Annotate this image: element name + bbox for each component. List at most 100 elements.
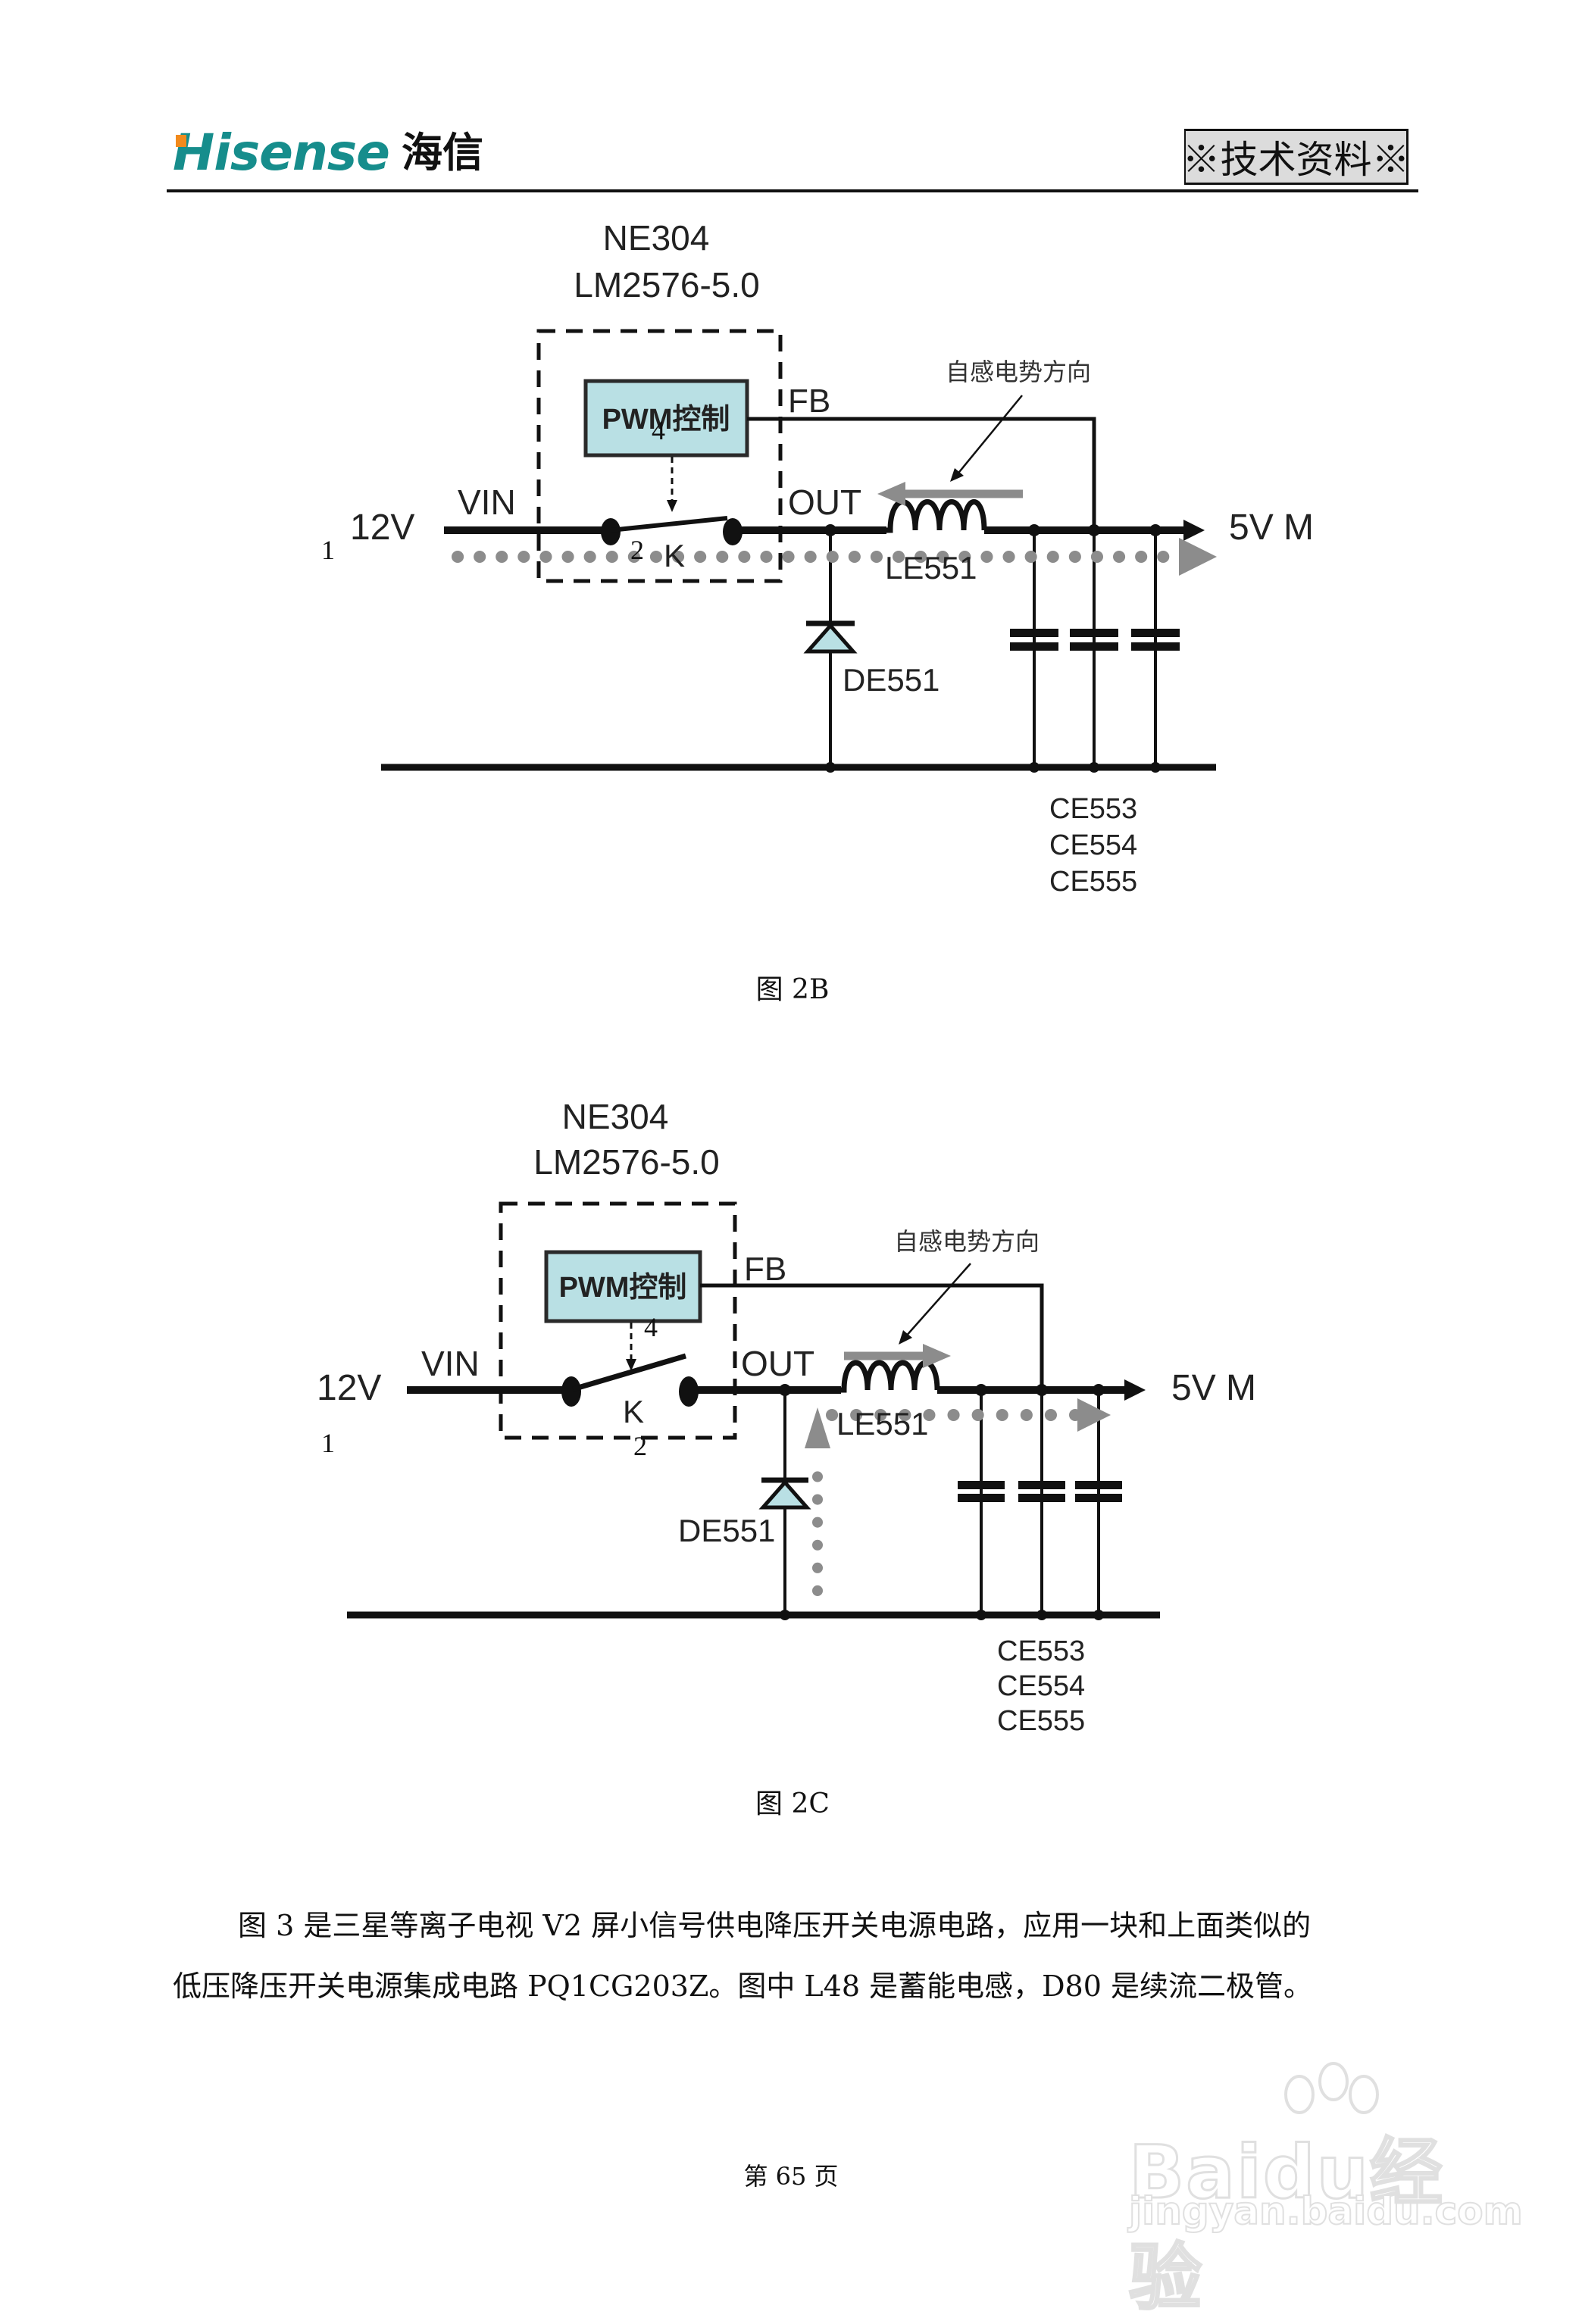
pin-4-label: 4: [644, 1312, 658, 1342]
pin-2-label: 2: [633, 1431, 647, 1461]
vin-label: VIN: [421, 1344, 480, 1383]
fb-label: FB: [788, 383, 830, 420]
emf-pointer-line: [904, 1263, 971, 1338]
cap2-plate-bottom: [1018, 1494, 1065, 1502]
switch-contact-right: [723, 518, 743, 545]
feedback-wire: [747, 417, 1096, 530]
chip-name: NE304: [603, 218, 710, 258]
ic-boundary: [536, 329, 783, 583]
pin-4-label: 4: [652, 415, 665, 445]
diode-symbol: [803, 623, 858, 654]
output-arrowhead: [1183, 520, 1205, 541]
tech-doc-badge: ※技术资料※: [1183, 129, 1410, 185]
fb-label: FB: [744, 1251, 786, 1288]
chip-model: LM2576-5.0: [533, 1142, 720, 1182]
cap1-plate-top: [958, 1481, 1005, 1489]
paragraph-line: 图 3 是三星等离子电视 V2 屏小信号供电降压开关电源电路，应用一块和上面类似…: [238, 1909, 1312, 1942]
ground-junction: [1036, 1610, 1047, 1620]
emf-arrowhead: [923, 1344, 951, 1368]
ic-boundary: [499, 1201, 737, 1440]
paragraph-line: 低压降压开关电源集成电路 PQ1CG203Z。图中 L48 是蓄能电感，D80 …: [173, 1969, 1312, 2003]
ground-junction: [1150, 762, 1161, 773]
inductor-coil: [841, 1360, 940, 1393]
capacitors: [958, 1481, 1122, 1502]
chip-name: NE304: [562, 1097, 669, 1136]
control-arrowhead: [667, 500, 677, 512]
current-path-arrowhead: [1179, 538, 1217, 576]
capacitor-label: CE555: [997, 1705, 1085, 1737]
vin-label: VIN: [458, 483, 516, 522]
input-voltage-label: 12V: [317, 1368, 381, 1408]
logo-text-en: Hisense: [173, 123, 390, 182]
figure-caption: 图 2C: [755, 1788, 830, 1820]
switch-contact-left: [601, 518, 621, 545]
cap2-plate-top: [1018, 1481, 1065, 1489]
logo-text-cn: 海信: [401, 129, 483, 176]
figure-2b: NE304 LM2576-5.0 PWM控制 4 FB: [321, 218, 1314, 1005]
ground-junction: [825, 762, 836, 773]
pwm-label: PWM控制: [602, 404, 730, 436]
ground-junction: [780, 1610, 790, 1620]
hisense-logo: Hisense 海信: [173, 123, 483, 182]
watermark-url: jingyan.baidu.com: [1128, 2188, 1524, 2234]
capacitors: [1010, 629, 1180, 651]
cap3-plate-top: [1131, 629, 1180, 637]
emf-arrowhead: [877, 482, 905, 506]
diode-label: DE551: [678, 1513, 775, 1548]
paw-icon: [1284, 2062, 1379, 2114]
cap3-plate-bottom: [1075, 1494, 1122, 1502]
ground-junction: [1029, 762, 1040, 773]
switch-blade: [572, 1353, 686, 1392]
cap2-plate-bottom: [1070, 642, 1118, 651]
switch-contact-left: [561, 1376, 581, 1407]
baidu-watermark: Baidu经验 jingyan.baidu.com: [1128, 2060, 1524, 2322]
switch-contact-right: [679, 1376, 699, 1407]
page-number: 第 65 页: [743, 2162, 839, 2191]
cap3-plate-bottom: [1131, 642, 1180, 651]
body-paragraph: 图 3 是三星等离子电视 V2 屏小信号供电降压开关电源电路，应用一块和上面类似…: [173, 1895, 1423, 2016]
output-label: 5V M: [1171, 1368, 1256, 1408]
diode-symbol: [758, 1479, 811, 1510]
emf-direction-label: 自感电势方向: [946, 358, 1091, 386]
ground-junction: [1093, 1610, 1104, 1620]
diode-label: DE551: [843, 662, 940, 698]
inductor-label: LE551: [836, 1406, 928, 1442]
chip-model: LM2576-5.0: [574, 265, 760, 305]
current-path-arrowhead: [1077, 1398, 1111, 1432]
cap1-plate-bottom: [958, 1494, 1005, 1502]
pin-1-label: 1: [321, 535, 335, 565]
switch-label: K: [623, 1394, 644, 1429]
emf-pointer-head: [950, 468, 964, 482]
pin-1-label: 1: [321, 1428, 335, 1458]
freewheel-arrowhead: [805, 1407, 830, 1448]
control-arrowhead: [626, 1359, 636, 1371]
ground-junction: [976, 1610, 986, 1620]
capacitor-label: CE554: [997, 1670, 1085, 1702]
input-voltage-label: 12V: [350, 508, 414, 548]
inductor-label: LE551: [885, 550, 977, 586]
capacitor-label: CE553: [997, 1635, 1085, 1667]
cap1-plate-bottom: [1010, 642, 1058, 651]
pwm-control-block: [544, 1250, 702, 1323]
switch-label: K: [664, 538, 685, 573]
switch-blade: [610, 516, 728, 533]
capacitor-label: CE553: [1049, 793, 1137, 825]
figure-caption: 图 2B: [756, 974, 830, 1005]
pin-2-label: 2: [630, 535, 644, 565]
cap1-plate-top: [1010, 629, 1058, 637]
pwm-label: PWM控制: [559, 1272, 687, 1304]
capacitor-label: CE555: [1049, 866, 1137, 898]
capacitor-label: CE554: [1049, 829, 1137, 861]
emf-pointer-head: [899, 1330, 912, 1345]
ground-junction: [1089, 762, 1099, 773]
out-label: OUT: [741, 1344, 814, 1383]
feedback-wire: [700, 1283, 1044, 1390]
cap3-plate-top: [1075, 1481, 1122, 1489]
inductor-coil: [886, 499, 987, 533]
header-divider: [167, 189, 1418, 192]
output-label: 5V M: [1229, 508, 1314, 548]
figure-2c: NE304 LM2576-5.0 PWM控制 4 FB: [317, 1097, 1256, 1820]
emf-pointer-line: [955, 395, 1023, 476]
out-label: OUT: [788, 483, 861, 522]
